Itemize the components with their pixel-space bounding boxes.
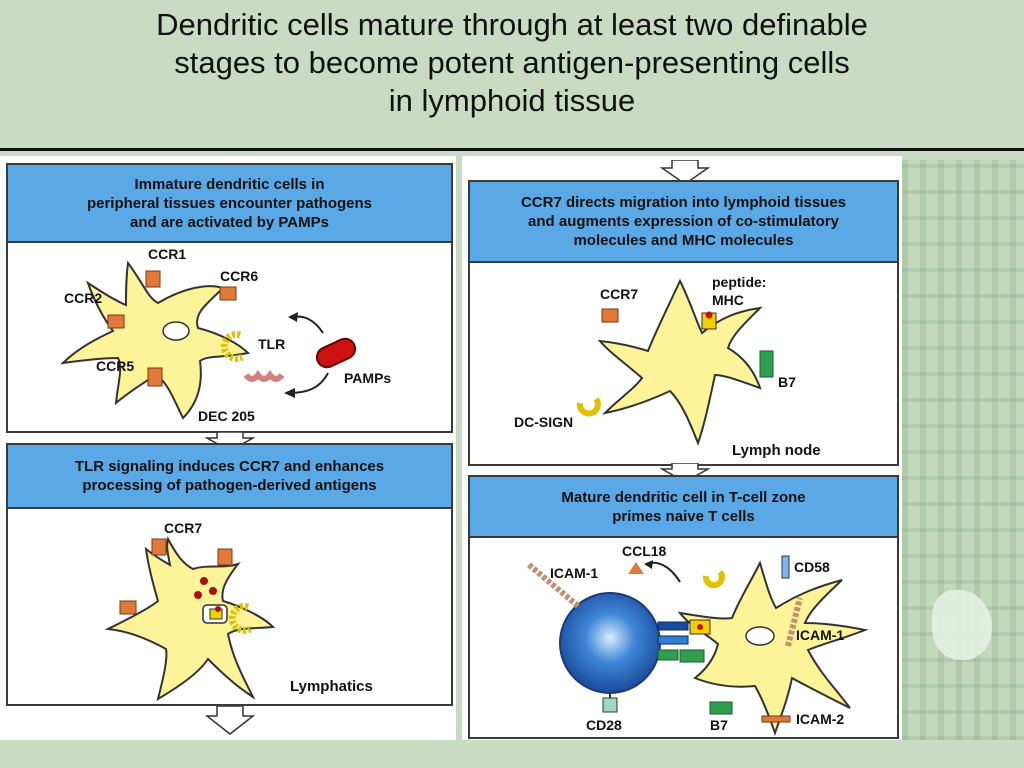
label-icam1-right: ICAM-1 [796, 627, 844, 643]
label-mhc: MHC [712, 292, 744, 308]
label-ccr7: CCR7 [164, 520, 202, 536]
label-cd58: CD58 [794, 559, 830, 575]
panel-tlr-signaling: TLR signaling induces CCR7 and enhances … [6, 443, 453, 706]
naive-t-cell [559, 592, 661, 694]
tlr-receptor [220, 330, 244, 362]
label-ccr2: CCR2 [64, 290, 102, 306]
label-b7: B7 [778, 374, 796, 390]
flow-arrow-down [205, 706, 255, 735]
label-icam1-left: ICAM-1 [550, 565, 598, 581]
panel-heading: Immature dendritic cells in peripheral t… [8, 165, 451, 243]
bottom-band [0, 740, 1024, 768]
label-cd28: CD28 [586, 717, 622, 733]
icam2-molecule [761, 715, 791, 723]
label-lymph-node: Lymph node [732, 442, 821, 459]
ccr7-receptor [217, 548, 233, 566]
label-ccr5: CCR5 [96, 358, 134, 374]
label-lymphatics: Lymphatics [290, 678, 373, 695]
dendritic-cell-body [104, 536, 276, 702]
cd2-molecule [657, 635, 689, 645]
ccr2-receptor [107, 314, 125, 329]
b7-molecule [759, 350, 774, 378]
antigen-particle [200, 577, 208, 585]
ccl18-chemokine [628, 562, 644, 574]
tlr-receptor [228, 602, 252, 634]
ccr7-receptor [151, 538, 167, 556]
icam1-molecule [526, 561, 580, 609]
slide-title: Dendritic cells mature through at least … [0, 6, 1024, 120]
label-b7: B7 [710, 717, 728, 733]
dc-sign-receptor [576, 397, 601, 417]
label-pamps: PAMPs [344, 370, 391, 386]
tlr-signaling-illustration: CCR7 Lymphatics [104, 520, 373, 702]
nucleus [162, 321, 190, 341]
panel-mature-dc: Mature dendritic cell in T-cell zone pri… [468, 475, 899, 739]
decorative-pattern [902, 160, 1024, 740]
cd58-molecule [781, 555, 790, 579]
icam1-molecule [785, 597, 803, 647]
tcr-complex [657, 621, 689, 631]
title-line-2: stages to become potent antigen-presenti… [174, 45, 850, 80]
flow-arrow-down [660, 160, 710, 185]
title-line-1: Dendritic cells mature through at least … [156, 7, 868, 42]
label-ccr6: CCR6 [220, 268, 258, 284]
label-tlr: TLR [258, 336, 285, 352]
title-divider [0, 148, 1024, 151]
nucleus [745, 626, 775, 646]
antigen-particle [209, 587, 217, 595]
label-dec205: DEC 205 [198, 408, 255, 424]
mature-dc-illustration: ICAM-1 CCL18 CD58 ICAM-1 CD28 B7 ICAM-2 [526, 543, 869, 737]
panel-ccr7-migration: CCR7 directs migration into lymphoid tis… [468, 180, 899, 466]
ccr7-receptor [119, 600, 137, 615]
dendritic-cell-body [677, 560, 869, 737]
ccr1-receptor [145, 270, 161, 288]
label-icam2: ICAM-2 [796, 711, 844, 727]
ccr6-receptor [219, 286, 237, 301]
ccr7-migration-illustration: CCR7 peptide: MHC B7 DC-SIGN Lymph node [514, 274, 821, 459]
ccr5-receptor [147, 367, 163, 387]
panel-heading: CCR7 directs migration into lymphoid tis… [470, 182, 897, 263]
ccr7-receptor [601, 308, 619, 323]
cd28-molecule [602, 697, 618, 713]
dec205-receptor [243, 370, 285, 382]
cd28-b7-pair [657, 649, 679, 661]
panel-heading: TLR signaling induces CCR7 and enhances … [8, 445, 451, 509]
dendritic-cell-body [597, 278, 763, 446]
panel-heading: Mature dendritic cell in T-cell zone pri… [470, 477, 897, 538]
label-ccl18: CCL18 [622, 543, 667, 559]
pamps-pathogen [315, 337, 357, 369]
label-ccr1: CCR1 [148, 246, 186, 262]
column-gap [456, 156, 462, 740]
label-ccr7: CCR7 [600, 286, 638, 302]
immature-dc-illustration: CCR1 CCR6 CCR2 TLR CCR5 PAMPs DEC 205 [60, 246, 391, 424]
panel-immature-dc: Immature dendritic cells in peripheral t… [6, 163, 453, 433]
antigen-particle [194, 591, 202, 599]
label-peptide: peptide: [712, 274, 766, 290]
title-line-3: in lymphoid tissue [388, 83, 636, 118]
dc-sign-receptor [702, 570, 725, 589]
b7-molecule [709, 701, 733, 715]
label-dc-sign: DC-SIGN [514, 414, 573, 430]
